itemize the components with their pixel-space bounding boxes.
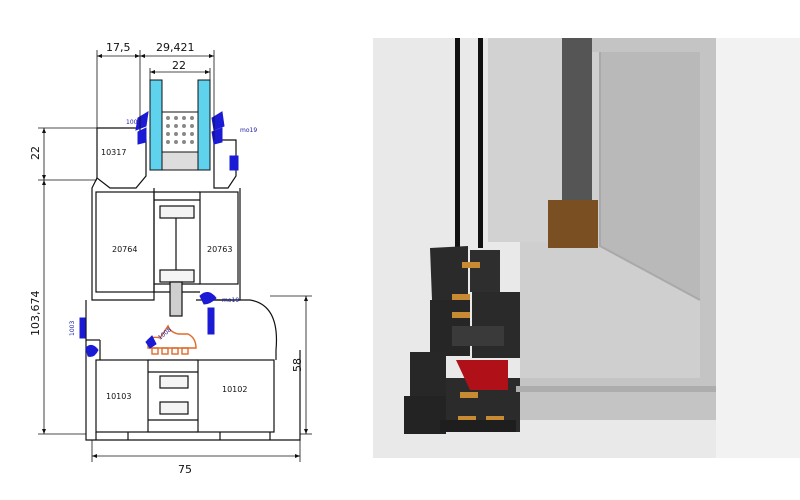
glass-sealant — [161, 151, 199, 171]
dim-top-right: 29,421 — [156, 41, 195, 54]
dim-glass-width: 22 — [172, 59, 186, 72]
section-cut — [404, 246, 520, 434]
part-label-20764: 20764 — [112, 245, 137, 254]
thermal-break — [147, 324, 197, 355]
window-render — [373, 38, 800, 458]
glass-edge-left — [455, 38, 460, 248]
floor-shadow — [516, 386, 716, 392]
wood-bead — [548, 200, 598, 248]
glass-pane-right — [197, 79, 211, 171]
part-label-10102: 10102 — [222, 385, 247, 394]
part-label-20763: 20763 — [207, 245, 232, 254]
technical-drawing: 1003 mo19 mo19 1003 1008 10317 20764 207… — [29, 41, 312, 476]
gasket-code-center: 1008 — [157, 326, 173, 341]
red-seal — [456, 360, 508, 390]
dim-left-upper: 22 — [29, 146, 42, 160]
frame-bevel-line — [599, 52, 701, 301]
wall-right — [716, 38, 800, 458]
gasket-code-left-frame: 1003 — [69, 321, 76, 336]
dim-right-lower: 58 — [291, 358, 304, 372]
gasket-code-right-upper: mo19 — [222, 297, 239, 304]
part-label-10317: 10317 — [101, 148, 126, 157]
dim-top-left: 17,5 — [106, 41, 131, 54]
gaskets — [79, 111, 239, 357]
dim-bottom-total: 75 — [178, 463, 192, 476]
sash-profile — [91, 127, 241, 317]
part-label-10103: 10103 — [106, 392, 131, 401]
frame-face — [505, 38, 716, 420]
glass-unit — [149, 79, 211, 171]
glass-pane-left — [149, 79, 163, 171]
gasket-code-right-glazing: mo19 — [240, 127, 257, 134]
dimension-arrows — [42, 54, 308, 458]
gasket-code-left-glazing: 1003 — [126, 119, 141, 126]
glass-edge-right — [478, 38, 483, 248]
desiccant-dots — [166, 116, 194, 144]
frame-profile — [85, 299, 301, 441]
dim-left-total: 103,674 — [29, 291, 42, 337]
insulation-strips — [452, 262, 504, 422]
dimension-lines — [38, 50, 312, 462]
